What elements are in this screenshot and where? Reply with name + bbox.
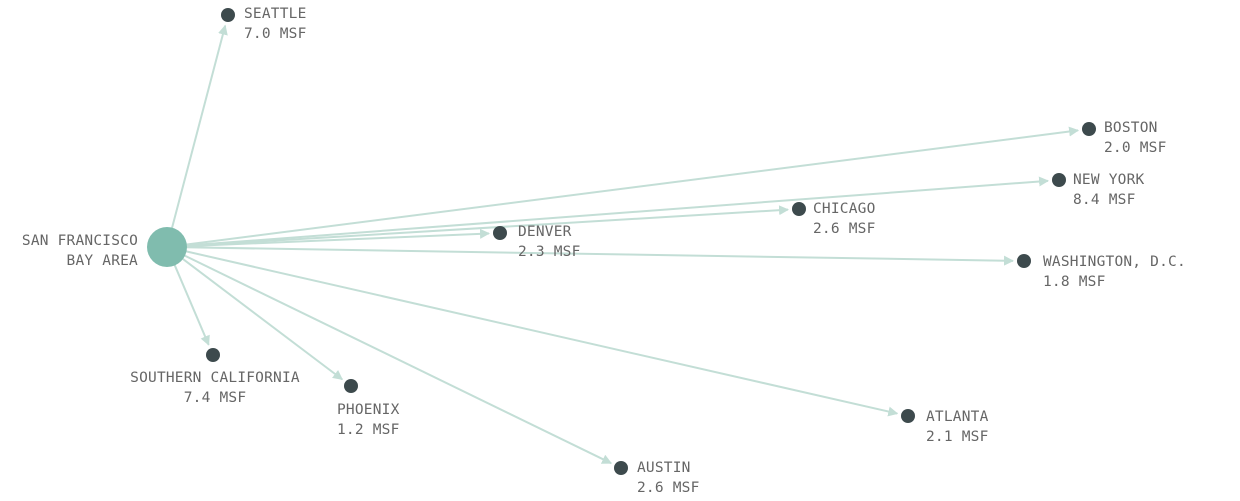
destination-node	[901, 409, 915, 423]
destination-name: BOSTON	[1104, 120, 1158, 136]
flow-arrow	[180, 257, 344, 381]
destination-node	[344, 379, 358, 393]
destination-label: SEATTLE 7.0 MSF	[244, 4, 307, 44]
destination-name: DENVER	[518, 224, 572, 240]
destination-node	[493, 226, 507, 240]
destination-label: ATLANTA 2.1 MSF	[926, 407, 989, 447]
destination-value: 2.3 MSF	[518, 244, 581, 260]
destination-name: CHICAGO	[813, 201, 876, 217]
destination-node	[614, 461, 628, 475]
flow-arrow	[173, 263, 210, 346]
flow-arrow	[184, 126, 1080, 246]
destination-name: PHOENIX	[337, 402, 400, 418]
destination-node	[1017, 254, 1031, 268]
destination-value: 1.8 MSF	[1043, 274, 1106, 290]
destination-value: 2.6 MSF	[637, 480, 700, 496]
destination-label: BOSTON 2.0 MSF	[1104, 118, 1167, 158]
flow-arrow	[182, 253, 613, 465]
destination-name: AUSTIN	[637, 460, 691, 476]
destination-value: 7.0 MSF	[244, 26, 307, 42]
destination-name: ATLANTA	[926, 409, 989, 425]
destination-node	[206, 348, 220, 362]
destination-label: DENVER 2.3 MSF	[518, 222, 581, 262]
destination-value: 2.1 MSF	[926, 429, 989, 445]
destination-label: CHICAGO 2.6 MSF	[813, 199, 876, 239]
destination-value: 7.4 MSF	[183, 390, 247, 406]
destination-label: SOUTHERN CALIFORNIA 7.4 MSF	[95, 368, 335, 408]
destination-node	[221, 8, 235, 22]
destination-label: PHOENIX 1.2 MSF	[337, 400, 400, 440]
destination-value: 8.4 MSF	[1073, 192, 1136, 208]
destination-node	[1052, 173, 1066, 187]
destination-node	[792, 202, 806, 216]
origin-name-line1: SAN FRANCISCO	[21, 233, 138, 249]
destination-value: 2.0 MSF	[1104, 140, 1167, 156]
origin-label: SAN FRANCISCO BAY AREA	[0, 231, 138, 271]
flow-arrow	[184, 176, 1050, 247]
destination-name: NEW YORK	[1073, 172, 1145, 188]
destination-name: WASHINGTON, D.C.	[1043, 254, 1186, 270]
destination-value: 1.2 MSF	[337, 422, 400, 438]
destination-name: SEATTLE	[244, 6, 307, 22]
flow-arrow	[184, 228, 491, 248]
flow-arrow	[184, 246, 1015, 266]
origin-node	[147, 227, 187, 267]
destination-node	[1082, 122, 1096, 136]
destination-name: SOUTHERN CALIFORNIA	[130, 370, 300, 386]
flow-arrow	[184, 250, 899, 417]
flow-arrow	[170, 24, 228, 230]
destination-label: WASHINGTON, D.C. 1.8 MSF	[1043, 252, 1186, 292]
destination-label: AUSTIN 2.6 MSF	[637, 458, 700, 498]
origin-name-line2: BAY AREA	[66, 253, 138, 269]
flow-arrow	[184, 205, 790, 247]
destination-value: 2.6 MSF	[813, 221, 876, 237]
destination-label: NEW YORK 8.4 MSF	[1073, 170, 1144, 210]
